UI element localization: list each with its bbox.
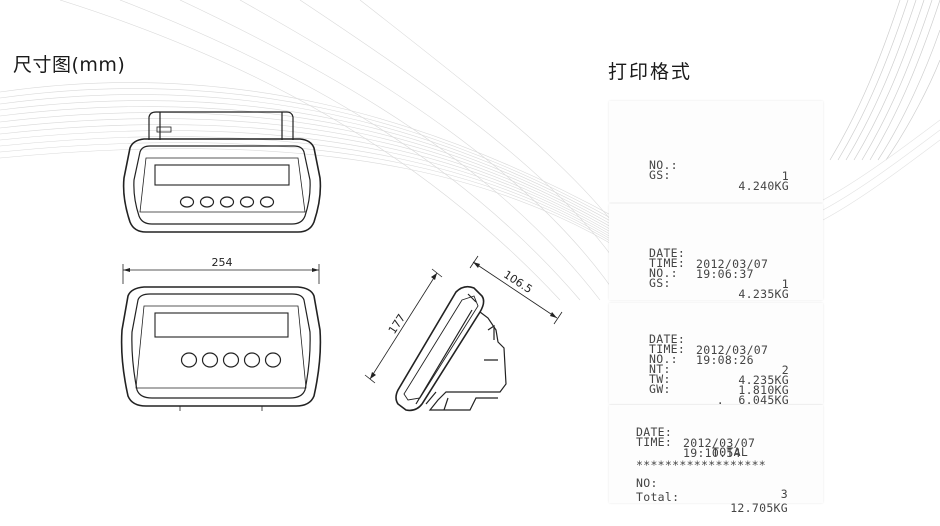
receipt-line: NO.: 1: [649, 158, 789, 183]
dimension-drawings: 254 106.5 177: [120, 111, 563, 412]
receipt-separator: ******************: [636, 458, 767, 472]
receipt-line: TIME: 19:10:54: [636, 435, 741, 460]
receipt-line: NT: 4.235KG: [649, 362, 789, 387]
receipt-line: GS: 4.235KG: [649, 276, 789, 301]
indicator-side-drawing: [364, 255, 563, 412]
receipt-line: GS: 4.240KG: [649, 168, 789, 193]
width-dimension-label: 254: [212, 256, 233, 269]
receipt-line: NO.: 1: [649, 266, 789, 291]
receipt-line: DATE: 2012/03/07: [649, 246, 769, 271]
indicator-front-drawing: [120, 264, 322, 411]
receipt-line: TIME: 19:06:37: [649, 256, 754, 281]
print-format-heading: 打印格式: [608, 61, 693, 83]
receipt-line: NO: 3: [636, 476, 788, 501]
receipt-line: NO.: 2: [649, 352, 789, 377]
printout-receipt-3: DATE: 2012/03/07 TIME: 19:08:26 NO.: 2 N…: [609, 303, 823, 406]
dimensions-heading: 尺寸图(mm): [13, 54, 126, 76]
indicator-perspective-drawing: [122, 111, 322, 233]
receipt-line: DATE: 2012/03/07: [649, 332, 769, 357]
receipt-line: TW: 1.810KG: [649, 372, 789, 397]
printout-receipt-1: NO.: 1 GS: 4.240KG: [609, 101, 823, 202]
printout-receipt-2: DATE: 2012/03/07 TIME: 19:06:37 NO.: 1 G…: [609, 204, 823, 300]
background-swoosh: [0, 0, 940, 301]
receipt-line: TIME: 19:08:26: [649, 342, 754, 367]
receipt-total-title: TOTAL: [712, 445, 749, 459]
receipt-line: Total: 12.705KG: [636, 490, 788, 515]
receipt-line: GW: . 6.045KG: [649, 382, 789, 407]
receipt-line: DATE: 2012/03/07: [636, 425, 756, 450]
printout-receipt-4: DATE: 2012/03/07 TIME: 19:10:54 TOTAL **…: [609, 405, 823, 514]
